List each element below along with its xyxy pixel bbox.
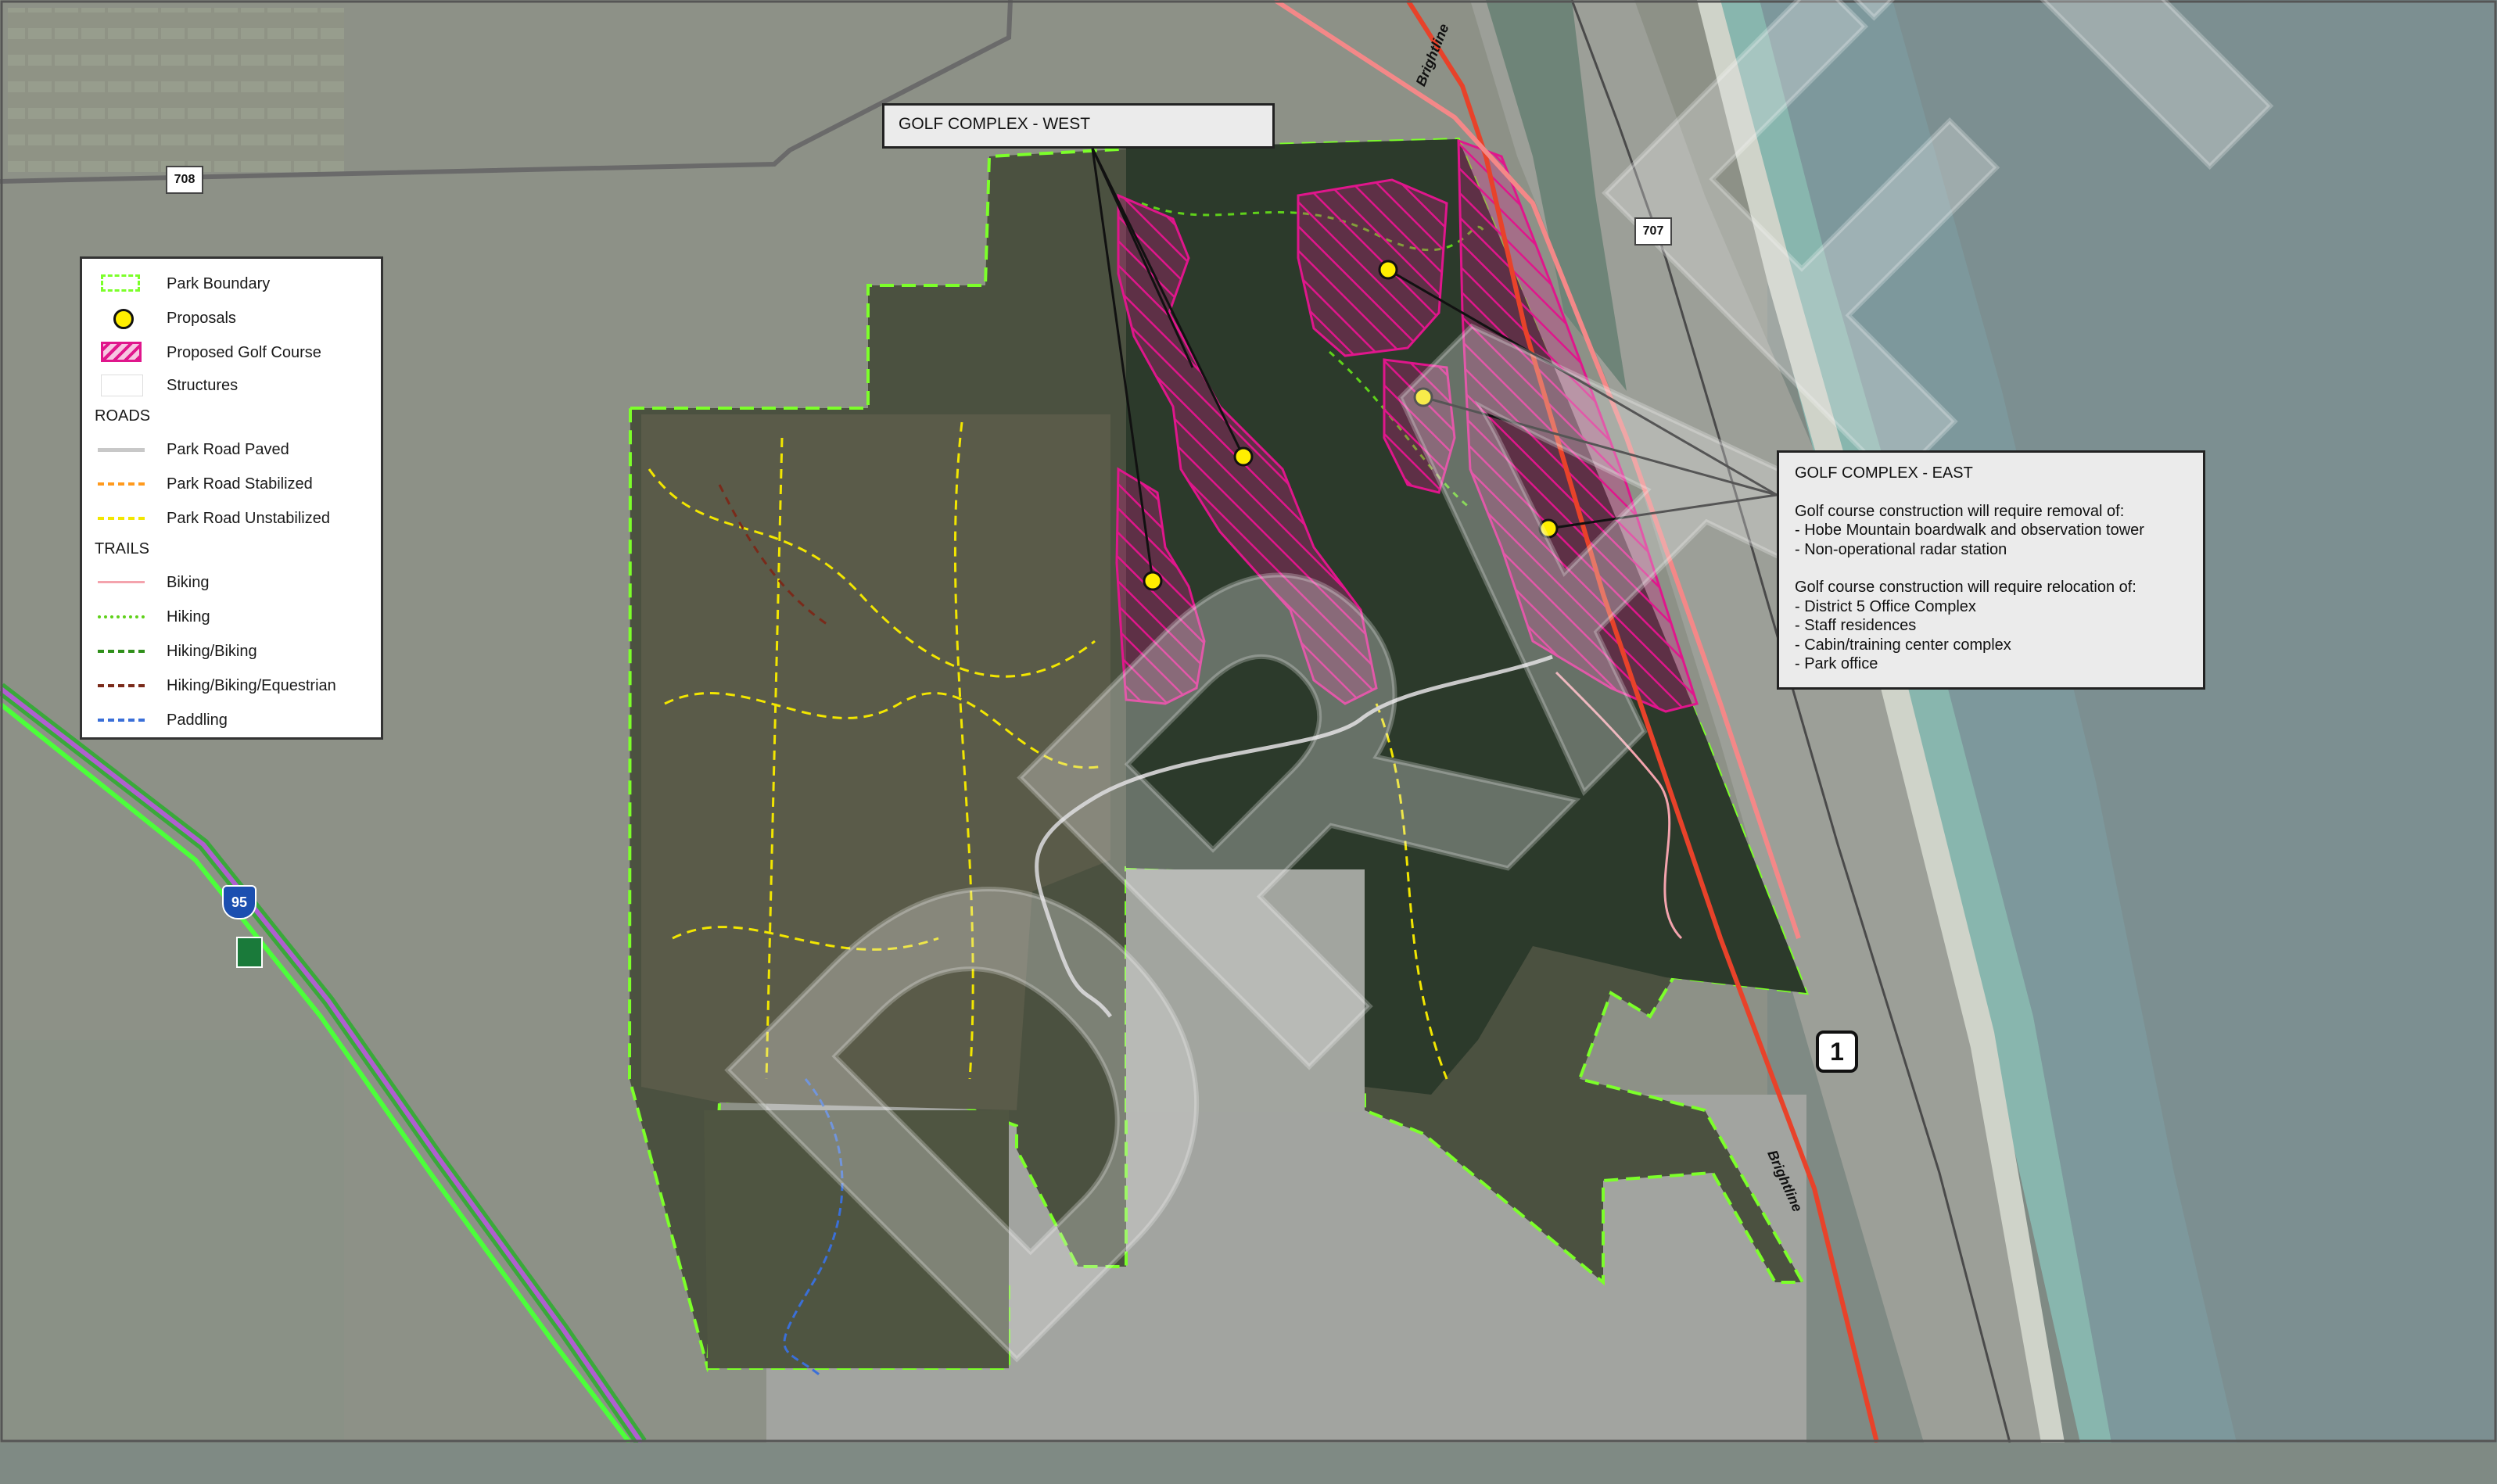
paddling-route (783, 1078, 844, 1378)
park-land-south (704, 1110, 1009, 1368)
roads (0, 0, 2011, 1443)
trail-unstabilized (1375, 703, 1448, 1080)
legend-item-stabilized: Park Road Stabilized (95, 468, 313, 500)
legend-item-park-boundary: Park Boundary (95, 268, 270, 299)
park-boundary-swatch-icon (95, 268, 149, 299)
legend-item-biking: Biking (95, 567, 209, 598)
proposal-dot (1233, 446, 1254, 467)
trail-unstabilized (672, 926, 939, 951)
lagoon (1486, 0, 1627, 391)
legend-item-hiking: Hiking (95, 601, 210, 633)
legend-item-paved: Park Road Paved (95, 434, 289, 465)
proposal-dot (1143, 571, 1163, 591)
map-legend: Park Boundary Proposals Proposed Golf Co… (80, 256, 383, 740)
park-trails (648, 202, 1683, 1378)
proposal-dot (1538, 518, 1559, 539)
interstate-95-lane (0, 701, 632, 1443)
structures-swatch-icon (95, 370, 149, 401)
developed-parcel (1126, 869, 1365, 1112)
removal-item: - Non-operational radar station (1795, 540, 2007, 558)
agricultural-fields (8, 8, 344, 172)
relocation-item: - Cabin/training center complex (1795, 636, 2011, 654)
legend-item-proposals: Proposals (95, 303, 236, 334)
interstate-95-edge (0, 686, 644, 1443)
paved-road-line-icon (95, 434, 149, 465)
development-southwest (0, 1040, 344, 1443)
hiking-biking-trail-line-icon (95, 636, 149, 667)
biking-trail-line-icon (95, 567, 149, 598)
turnpike-sign-icon (236, 937, 263, 968)
golf-complex-west-callout: GOLF COMPLEX - WEST (882, 103, 1275, 149)
relocation-item: - Staff residences (1795, 617, 1917, 634)
us-1 (1273, 0, 1801, 939)
callout-east-title: GOLF COMPLEX - EAST (1795, 464, 1973, 482)
nearshore-water (1760, 0, 2237, 1443)
legend-trails-heading: TRAILS (95, 540, 150, 557)
sr-707 (1570, 0, 2011, 1443)
park-road-paved (1035, 654, 1553, 1018)
relocation-intro: Golf course construction will require re… (1795, 579, 2136, 596)
trail-unstabilized (765, 437, 784, 1080)
golf-hatch-icon (95, 337, 149, 368)
legend-roads-heading: ROADS (95, 407, 151, 425)
proposed-golf-courses (1115, 138, 1699, 713)
callout-leaders (1091, 148, 1778, 582)
beach (1697, 0, 2065, 1443)
proposal-dot (1378, 260, 1398, 280)
trail-unstabilized (664, 692, 1103, 769)
legend-item-golf: Proposed Golf Course (95, 337, 321, 368)
removal-item: - Hobe Mountain boardwalk and observatio… (1795, 522, 2144, 539)
paddling-route-line-icon (95, 704, 149, 736)
biking-trails (1555, 671, 1683, 940)
equestrian-trail-line-icon (95, 670, 149, 701)
park-land-west-marsh (641, 414, 1110, 1110)
unstabilized-road-line-icon (95, 503, 149, 534)
hiking-trail-line-icon (95, 601, 149, 633)
trail-hiking-biking-equestrian (718, 484, 830, 627)
map-frame (0, 0, 2497, 1443)
legend-item-equestrian: Hiking/Biking/Equestrian (95, 670, 336, 701)
interstate-95-shield: 95 (222, 885, 257, 919)
us-1-shield: 1 (1816, 1031, 1858, 1073)
proposal-dot-icon (95, 303, 149, 334)
stabilized-road-line-icon (95, 468, 149, 500)
legend-item-paddling: Paddling (95, 704, 228, 736)
proposal-dot (1413, 387, 1433, 407)
road-708 (0, 0, 1013, 184)
route-708-shield: 708 (166, 166, 203, 194)
park-land-east-forest (1126, 139, 1806, 1095)
legend-item-structures: Structures (95, 370, 238, 401)
relocation-item: - Park office (1795, 655, 1878, 672)
removal-intro: Golf course construction will require re… (1795, 502, 2125, 520)
callout-west-title: GOLF COMPLEX - WEST (899, 115, 1091, 133)
brightline-rail (1405, 0, 1879, 1443)
relocation-item: - District 5 Office Complex (1795, 597, 1976, 615)
legend-item-hiking-biking: Hiking/Biking (95, 636, 257, 667)
route-707-shield: 707 (1634, 217, 1672, 246)
golf-north (1297, 178, 1448, 357)
proposal-dots (1143, 260, 1559, 591)
golf-middle (1383, 358, 1456, 494)
aerial-map (0, 0, 2497, 1443)
legend-item-unstabilized: Park Road Unstabilized (95, 503, 330, 534)
golf-complex-east-callout: GOLF COMPLEX - EAST Golf course construc… (1777, 450, 2205, 690)
